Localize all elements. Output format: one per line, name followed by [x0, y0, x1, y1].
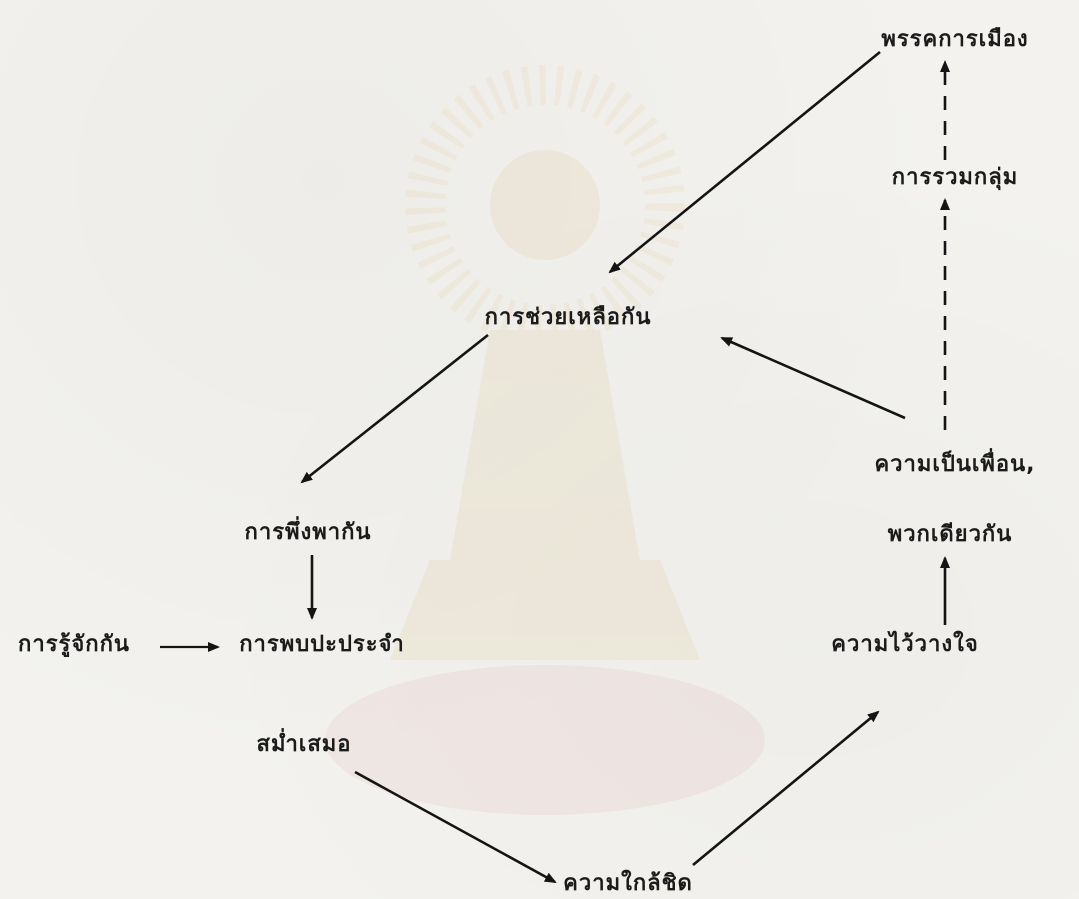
- node-friendship: ความเป็นเพื่อน,: [874, 454, 1035, 476]
- node-same-group: พวกเดียวกัน: [888, 524, 1013, 546]
- edge-friendship-to-mutual-help: [722, 338, 905, 418]
- edge-consistently-to-closeness: [355, 772, 555, 882]
- node-political-party: พรรคการเมือง: [881, 29, 1028, 51]
- node-consistently: สม่ำเสมอ: [257, 734, 352, 756]
- edge-mutual-help-to-dependence: [302, 335, 488, 482]
- node-regular-meeting: การพบปะประจำ: [239, 634, 405, 656]
- node-acquaintance: การรู้จักกัน: [18, 634, 130, 656]
- node-closeness: ความใกล้ชิด: [563, 873, 693, 895]
- edge-closeness-to-trust: [693, 712, 878, 865]
- node-grouping: การรวมกลุ่ม: [892, 167, 1018, 189]
- node-dependence: การพึ่งพากัน: [245, 522, 372, 544]
- edge-party-to-mutual-help: [610, 52, 880, 272]
- node-trust: ความไว้วางใจ: [831, 634, 978, 656]
- node-mutual-help: การช่วยเหลือกัน: [485, 307, 652, 329]
